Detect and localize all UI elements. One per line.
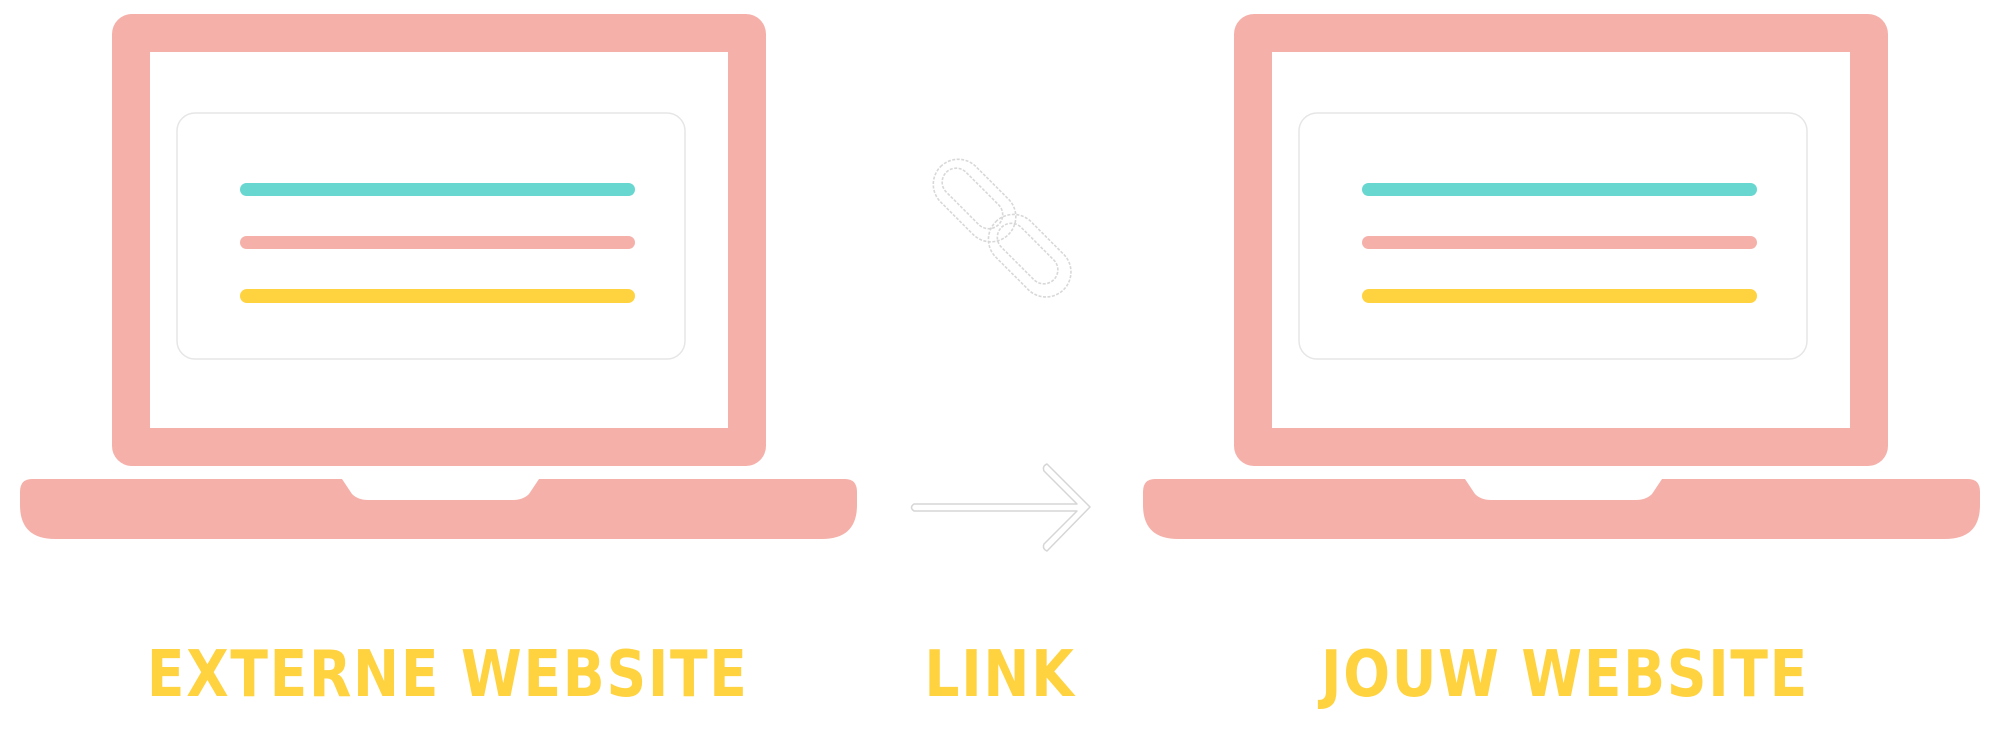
right-laptop [1143,14,1980,539]
right-line-yellow [1362,289,1757,303]
right-line-pink [1362,236,1757,249]
arrow-right-icon [910,463,1091,552]
left-line-yellow [240,289,635,303]
left-content-card [176,112,686,360]
right-content-card [1298,112,1808,360]
right-laptop-label: JOUW WEBSITE [1321,638,1809,712]
link-chain-icon [932,158,1072,298]
left-line-teal [240,183,635,196]
left-laptop-base [20,479,857,539]
right-laptop-base [1143,479,1980,539]
left-line-pink [240,236,635,249]
left-laptop [20,14,857,539]
right-line-teal [1362,183,1757,196]
link-label: LINK [924,638,1076,712]
left-laptop-label: EXTERNE WEBSITE [146,638,749,712]
